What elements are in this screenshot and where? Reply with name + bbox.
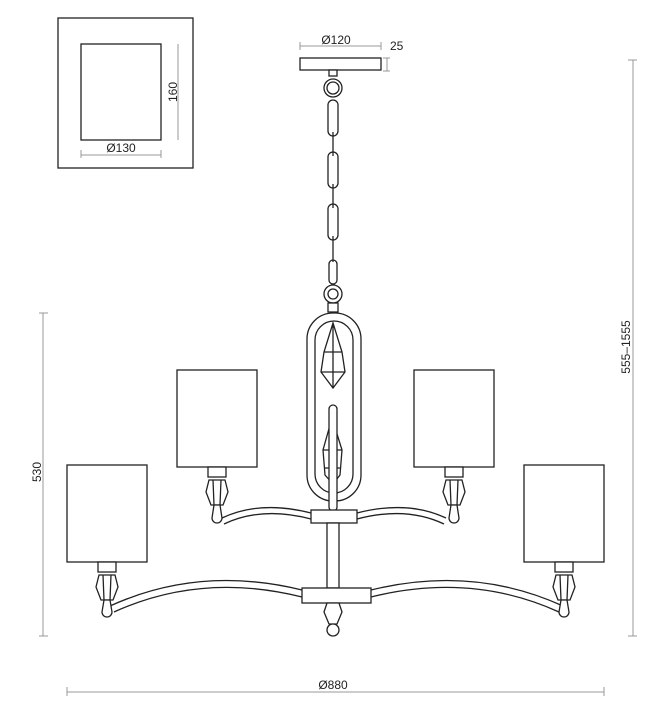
body-height-label: 530 [30, 462, 44, 482]
dimension-total-diameter: Ø880 [66, 678, 605, 696]
total-height-label: 555–1555 [619, 320, 633, 374]
central-body [301, 312, 372, 637]
shade-height-label: 160 [166, 82, 180, 102]
dimension-total-height: 555–1555 [619, 59, 637, 637]
lamp-lower-left [66, 464, 148, 618]
arms [109, 506, 564, 613]
lamp-upper-left [176, 369, 258, 524]
shade-detail-inset: 160 Ø130 [57, 17, 194, 169]
dimension-body-height: 530 [30, 312, 48, 637]
canopy: Ø120 25 [299, 33, 404, 72]
canopy-height-label: 25 [390, 39, 404, 53]
chain [323, 69, 343, 313]
shade-diameter-label: Ø130 [106, 141, 136, 155]
shade-detail [80, 43, 162, 141]
lamp-upper-right [413, 369, 495, 524]
canopy-diameter-label: Ø120 [321, 33, 351, 47]
total-diameter-label: Ø880 [318, 678, 348, 692]
lamp-lower-right [523, 464, 605, 618]
